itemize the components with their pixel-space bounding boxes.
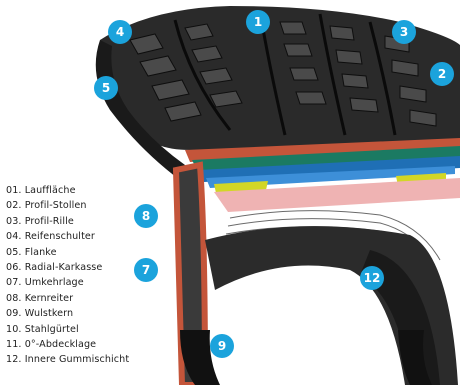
callout-badge-9: 9 xyxy=(210,334,234,358)
legend-item: 10. Stahlgürtel xyxy=(6,322,129,337)
legend-item: 12. Innere Gummischicht xyxy=(6,352,129,367)
legend-item: 01. Lauffläche xyxy=(6,183,129,198)
legend-item: 05. Flanke xyxy=(6,245,129,260)
legend-item: 08. Kernreiter xyxy=(6,291,129,306)
legend-item: 09. Wulstkern xyxy=(6,306,129,321)
callout-badge-5: 5 xyxy=(94,76,118,100)
callout-badge-4: 4 xyxy=(108,20,132,44)
legend-item: 04. Reifenschulter xyxy=(6,229,129,244)
callout-badge-1: 1 xyxy=(246,10,270,34)
callout-badge-7: 7 xyxy=(134,258,158,282)
legend-item: 07. Umkehrlage xyxy=(6,275,129,290)
legend-item: 02. Profil-Stollen xyxy=(6,198,129,213)
callout-badge-8: 8 xyxy=(134,204,158,228)
legend-item: 06. Radial-Karkasse xyxy=(6,260,129,275)
callout-badge-2: 2 xyxy=(430,62,454,86)
callout-badge-3: 3 xyxy=(392,20,416,44)
legend-item: 11. 0°-Abdecklage xyxy=(6,337,129,352)
legend-item: 03. Profil-Rille xyxy=(6,214,129,229)
legend: 01. Lauffläche 02. Profil-Stollen 03. Pr… xyxy=(6,183,129,368)
callout-badge-12: 12 xyxy=(360,266,384,290)
